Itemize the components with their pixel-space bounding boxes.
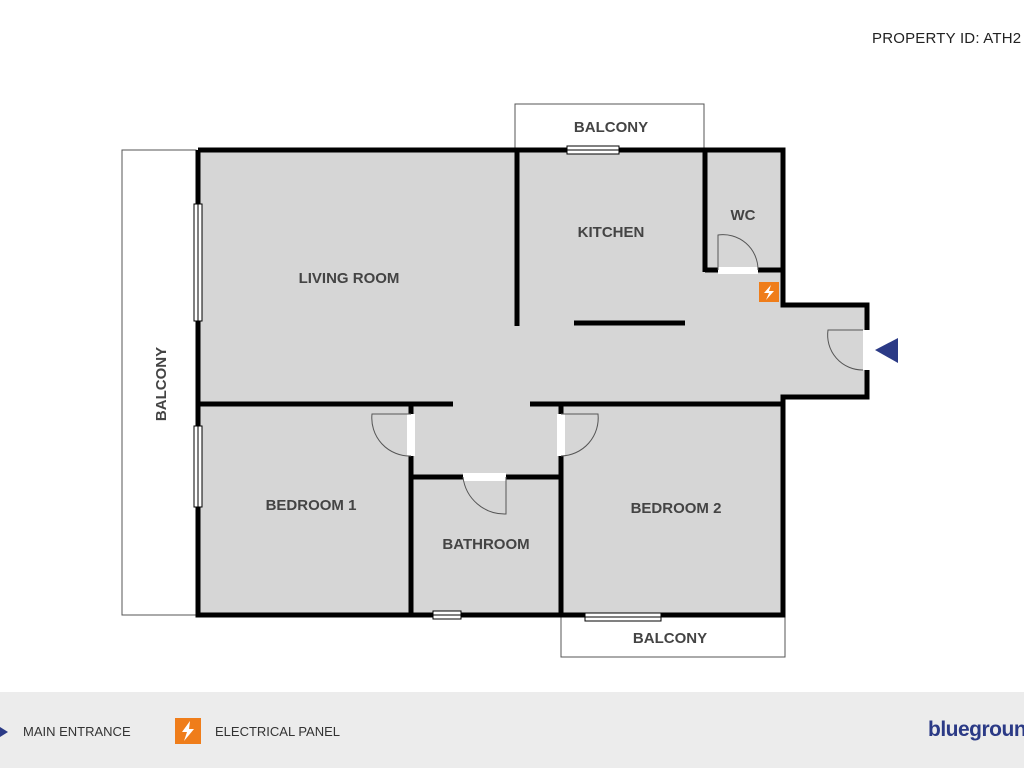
balcony-top: [514, 103, 705, 151]
label-balcony-top: BALCONY: [574, 119, 648, 136]
balcony-left: [121, 149, 197, 616]
legend-bar: MAIN ENTRANCE ELECTRICAL PANEL bluegroun: [0, 692, 1024, 768]
brand-logo: bluegroun: [928, 718, 1024, 741]
main-entrance-legend-icon: [0, 727, 8, 737]
floor-plan: LIVING ROOM KITCHEN WC BEDROOM 1 BEDROOM…: [121, 103, 898, 658]
electrical-panel-icon: [759, 282, 779, 302]
label-bathroom: BATHROOM: [442, 536, 529, 553]
windows: [193, 145, 662, 622]
legend-electrical-panel: ELECTRICAL PANEL: [215, 724, 340, 739]
floor-area: [198, 150, 867, 615]
label-living-room: LIVING ROOM: [299, 270, 400, 287]
label-bedroom-2: BEDROOM 2: [631, 500, 722, 517]
label-kitchen: KITCHEN: [578, 224, 645, 241]
label-wc: WC: [731, 207, 756, 224]
label-bedroom-1: BEDROOM 1: [266, 497, 357, 514]
property-id: PROPERTY ID: ATH2: [872, 30, 1022, 47]
label-balcony-bottom: BALCONY: [633, 630, 707, 647]
door-bathroom: [462, 476, 507, 515]
door-entrance: [827, 329, 864, 371]
door-bedroom-1: [371, 413, 412, 457]
label-balcony-left: BALCONY: [153, 347, 170, 421]
main-entrance-icon: [875, 338, 898, 363]
electrical-panel-legend-icon: [175, 718, 201, 744]
doors: [371, 234, 871, 515]
balcony-bottom: [560, 616, 786, 658]
door-bedroom-2: [560, 413, 599, 457]
door-wc: [717, 234, 759, 271]
legend-main-entrance: MAIN ENTRANCE: [23, 724, 131, 739]
